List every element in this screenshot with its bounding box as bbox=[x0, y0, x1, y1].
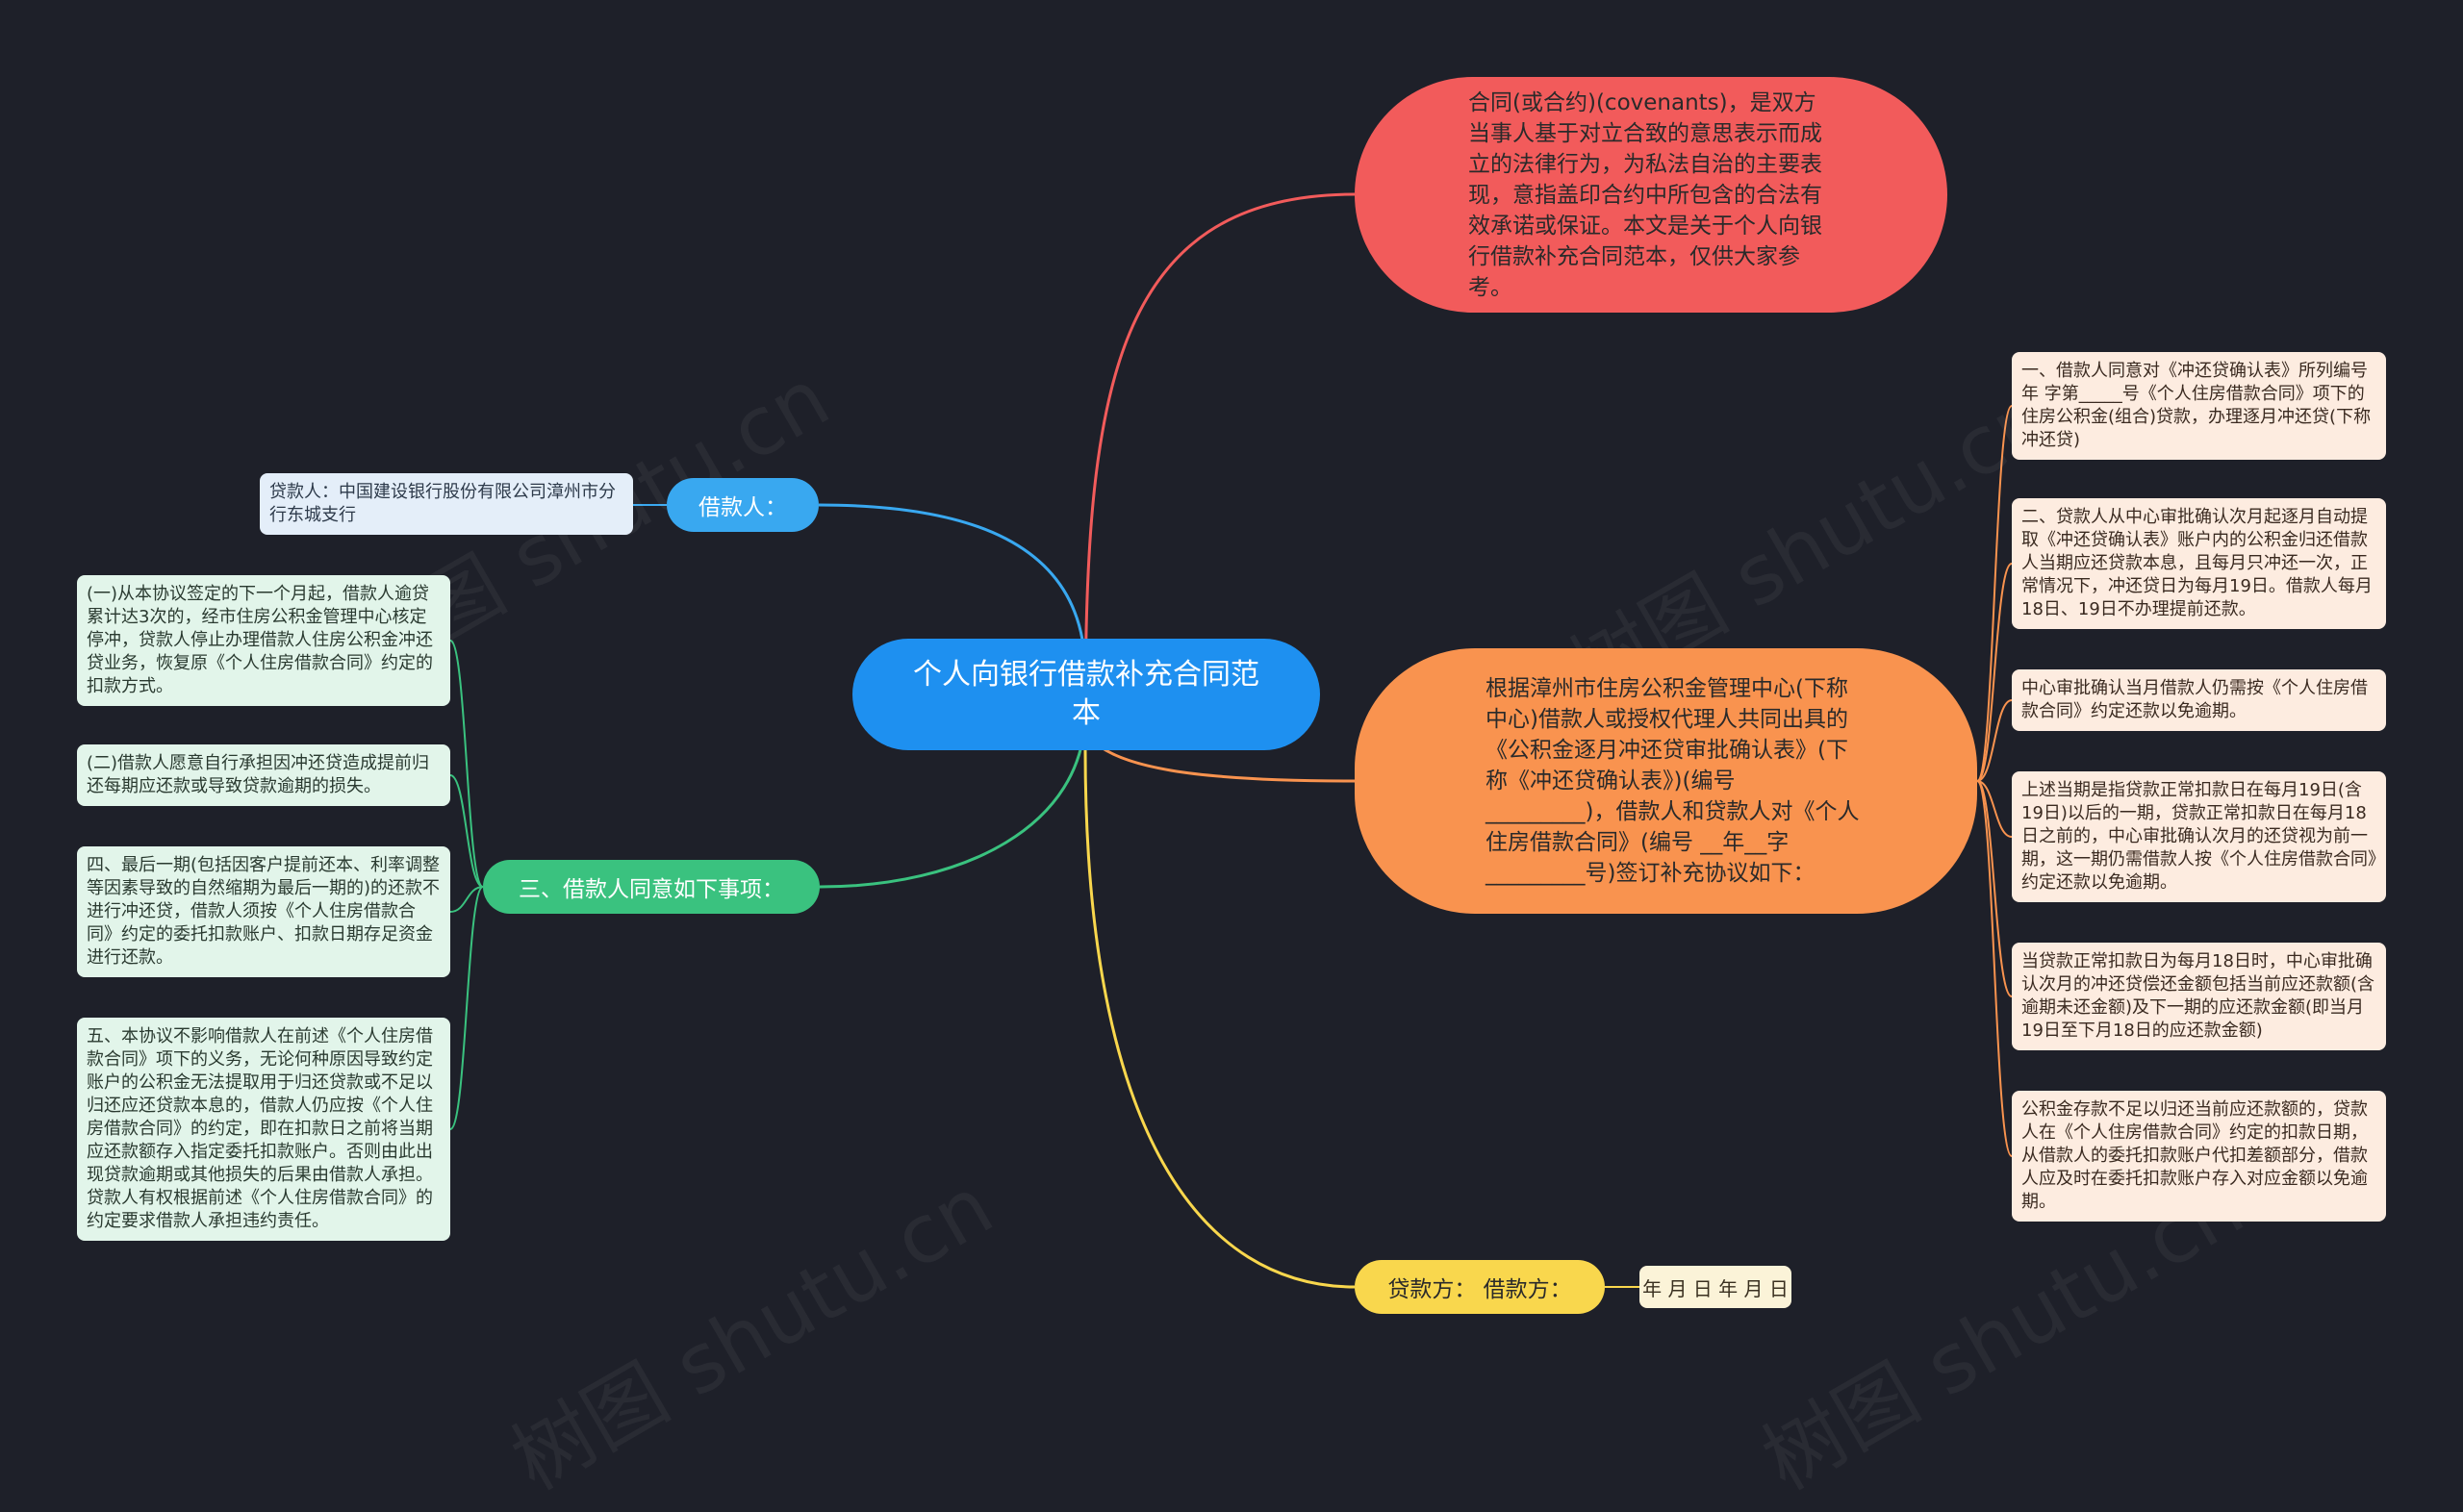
branch-line bbox=[1976, 780, 2013, 838]
section3-node[interactable]: 三、借款人同意如下事项： bbox=[483, 860, 820, 914]
branch-line bbox=[1976, 563, 2013, 782]
intro-node[interactable]: 合同(或合约)(covenants)，是双方当事人基于对立合致的意思表示而成立的… bbox=[1355, 77, 1947, 313]
parties-node[interactable]: 贷款方： 借款方： bbox=[1355, 1260, 1605, 1314]
agreement-item[interactable]: 公积金存款不足以归还当前应还款额的，贷款人在《个人住房借款合同》约定的扣款日期，… bbox=[2012, 1091, 2386, 1222]
agreement-item[interactable]: 上述当期是指贷款正常扣款日在每月19日(含19日)以后的一期，贷款正常扣款日在每… bbox=[2012, 771, 2386, 902]
branch-line bbox=[449, 774, 484, 888]
branch-line bbox=[1976, 699, 2013, 782]
section3-item[interactable]: 四、最后一期(包括因客户提前还本、利率调整等因素导致的自然缩期为最后一期的)的还… bbox=[77, 846, 450, 977]
agreement-intro-node[interactable]: 根据漳州市住房公积金管理中心(下称中心)借款人或授权代理人共同出具的《公积金逐月… bbox=[1355, 648, 1977, 914]
branch-line bbox=[1976, 780, 2013, 997]
branch-line bbox=[1976, 405, 2013, 782]
branch-line bbox=[449, 886, 484, 913]
dates-box[interactable]: 年 月 日 年 月 日 bbox=[1639, 1266, 1791, 1308]
edge-center-borrower bbox=[818, 503, 1087, 674]
agreement-item[interactable]: 当贷款正常扣款日为每月18日时，中心审批确认次月的冲还贷偿还金额包括当前应还款额… bbox=[2012, 943, 2386, 1050]
edge-center-section3 bbox=[819, 711, 1087, 889]
agreement-item[interactable]: 一、借款人同意对《冲还贷确认表》所列编号 年 字第_____号《个人住房借款合同… bbox=[2012, 352, 2386, 460]
agreement-item[interactable]: 中心审批确认当月借款人仍需按《个人住房借款合同》约定还款以免逾期。 bbox=[2012, 669, 2386, 731]
section3-item[interactable]: 五、本协议不影响借款人在前述《个人住房借款合同》项下的义务，无论何种原因导致约定… bbox=[77, 1018, 450, 1241]
borrower-node[interactable]: 借款人： bbox=[667, 478, 819, 532]
agreement-item[interactable]: 二、贷款人从中心审批确认次月起逐月自动提取《冲还贷确认表》账户内的公积金归还借款… bbox=[2012, 498, 2386, 629]
connector-lines bbox=[449, 192, 2013, 1289]
section3-item[interactable]: (一)从本协议签定的下一个月起，借款人逾贷累计达3次的，经市住房公积金管理中心核… bbox=[77, 575, 450, 706]
central-topic[interactable]: 个人向银行借款补充合同范本 bbox=[852, 639, 1320, 750]
branch-line bbox=[449, 886, 484, 1130]
edge-center-parties bbox=[1083, 749, 1356, 1289]
branch-line bbox=[1976, 780, 2013, 1157]
branch-line bbox=[449, 640, 484, 888]
lender-box[interactable]: 贷款人：中国建设银行股份有限公司漳州市分行东城支行 bbox=[260, 473, 633, 535]
section3-item[interactable]: (二)借款人愿意自行承担因冲还贷造成提前归还每期应还款或导致贷款逾期的损失。 bbox=[77, 744, 450, 806]
edge-center-intro bbox=[1083, 192, 1356, 732]
